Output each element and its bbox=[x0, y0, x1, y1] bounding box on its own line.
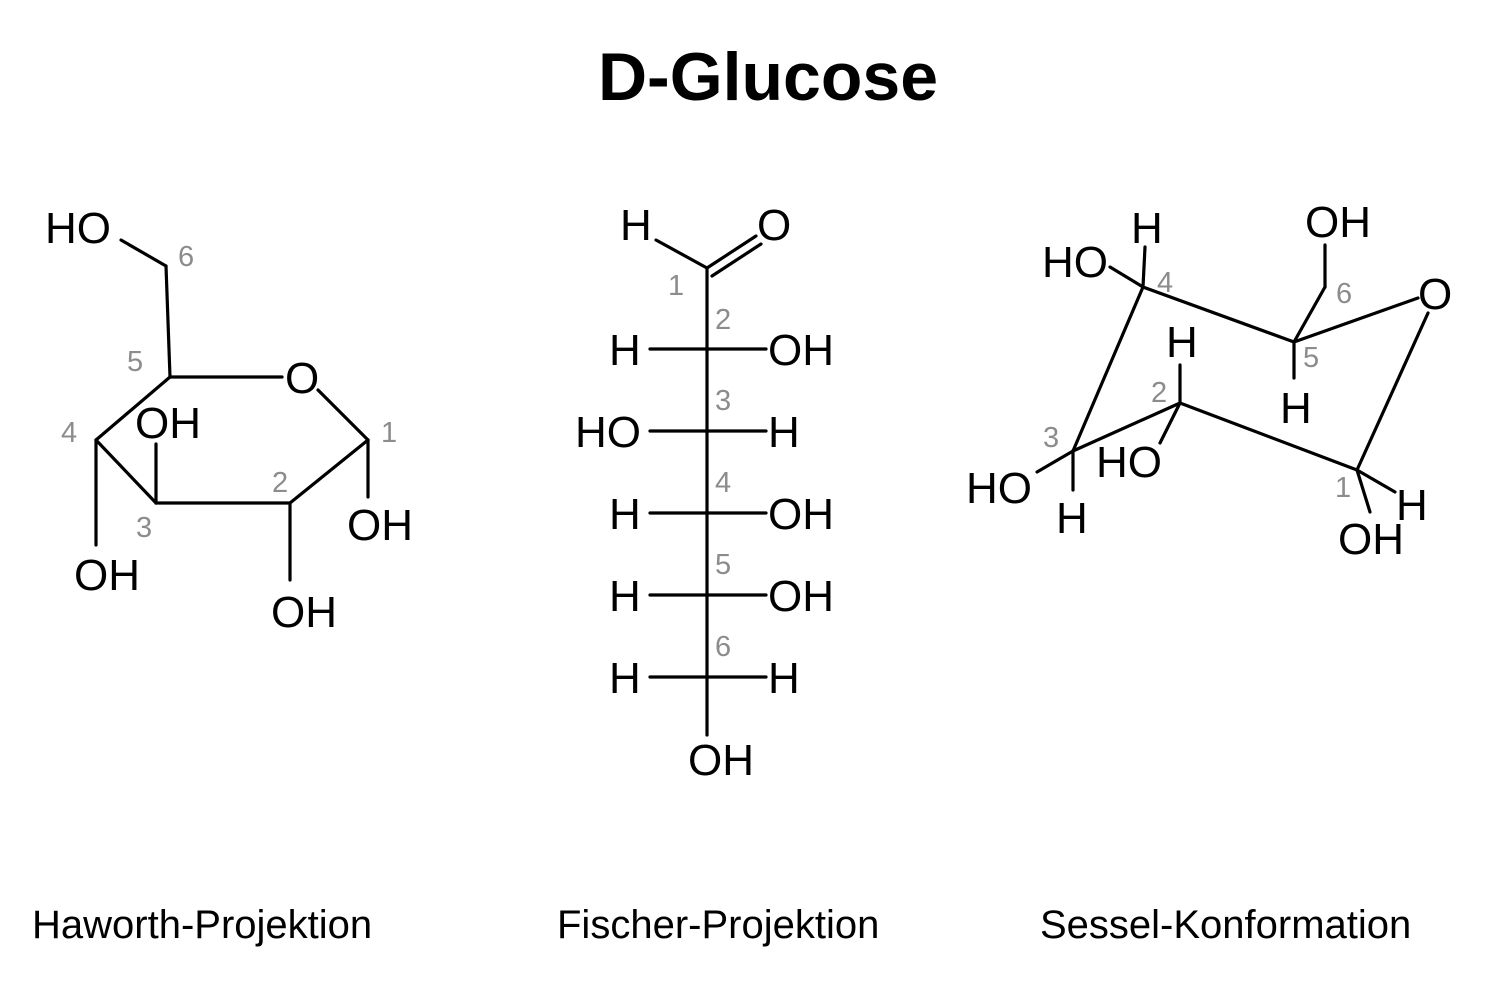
fischer-h-c4: H bbox=[609, 490, 641, 539]
chair-num-3: 3 bbox=[1043, 422, 1059, 454]
chair-h-c5: H bbox=[1280, 384, 1312, 433]
haworth-oh-c2: OH bbox=[271, 588, 337, 637]
page-title: D-Glucose bbox=[597, 39, 939, 115]
chair-oh-c1: OH bbox=[1338, 515, 1404, 564]
fischer-caption: Fischer-Projektion bbox=[557, 903, 879, 947]
fischer-bonds bbox=[648, 234, 768, 737]
chair-h-c2: H bbox=[1166, 318, 1198, 367]
haworth-oh-c4: OH bbox=[74, 551, 140, 600]
haworth-oh-c3: OH bbox=[135, 399, 201, 448]
haworth-bonds bbox=[94, 238, 370, 582]
fischer-h-c5: H bbox=[609, 572, 641, 621]
chair-ho-c2: HO bbox=[1096, 438, 1162, 487]
haworth-projection: HO O OH OH OH OH 6 5 4 1 2 3 Haworth-Pro… bbox=[32, 204, 413, 947]
chair-bond-c1-oh bbox=[1355, 468, 1372, 514]
haworth-bond-c5-c6 bbox=[164, 264, 172, 379]
fischer-oh-c2: OH bbox=[768, 326, 834, 375]
chair-h-c3: H bbox=[1056, 494, 1088, 543]
chair-bond-c1-c2 bbox=[1178, 401, 1359, 472]
chair-h-c4: H bbox=[1131, 204, 1163, 253]
fischer-ho-c3: HO bbox=[575, 408, 641, 457]
fischer-oh-c6: OH bbox=[688, 736, 754, 785]
fischer-num-5: 5 bbox=[715, 549, 731, 581]
fischer-num-3: 3 bbox=[715, 385, 731, 417]
chair-bond-c2-oh bbox=[1158, 401, 1182, 445]
haworth-num-1: 1 bbox=[381, 417, 397, 449]
chair-ring-oxygen: O bbox=[1418, 270, 1452, 319]
haworth-ring-oxygen: O bbox=[285, 354, 319, 403]
chair-ho-c4: HO bbox=[1042, 238, 1108, 287]
haworth-num-4: 4 bbox=[61, 417, 77, 449]
chair-bonds bbox=[1035, 243, 1430, 514]
haworth-num-2: 2 bbox=[272, 467, 288, 499]
fischer-bond-c1-o-a bbox=[705, 234, 758, 270]
chair-oh-c6: OH bbox=[1305, 198, 1371, 247]
fischer-bond-h-c1 bbox=[654, 238, 709, 270]
fischer-num-1: 1 bbox=[668, 270, 684, 302]
fischer-num-6: 6 bbox=[715, 631, 731, 663]
fischer-num-2: 2 bbox=[715, 304, 731, 336]
haworth-num-5: 5 bbox=[127, 346, 143, 378]
fischer-o-c1: O bbox=[757, 201, 791, 250]
chair-bond-c4-c5 bbox=[1141, 285, 1296, 344]
chair-bond-c4-oh bbox=[1108, 265, 1145, 289]
fischer-projection: H O H OH HO H H OH H OH H H OH 1 2 3 4 5… bbox=[557, 201, 879, 947]
haworth-bond-c4-c5 bbox=[94, 375, 172, 442]
haworth-ho-c6: HO bbox=[45, 204, 111, 253]
haworth-bond-o-c1 bbox=[316, 388, 370, 442]
fischer-num-4: 4 bbox=[715, 467, 731, 499]
chair-conformation: H HO OH O H H HO HO H H OH 4 6 5 2 3 1 S… bbox=[966, 198, 1452, 947]
fischer-h-c6-left: H bbox=[609, 654, 641, 703]
chair-num-6: 6 bbox=[1336, 278, 1352, 310]
fischer-h-c6-right: H bbox=[768, 654, 800, 703]
chair-bond-c5-o bbox=[1292, 296, 1420, 344]
chair-bond-c3-c4 bbox=[1071, 285, 1145, 453]
fischer-oh-c4: OH bbox=[768, 490, 834, 539]
chair-num-1: 1 bbox=[1335, 472, 1351, 504]
haworth-num-6: 6 bbox=[178, 241, 194, 273]
haworth-oh-c1: OH bbox=[347, 501, 413, 550]
fischer-bond-c1-o-b bbox=[710, 242, 763, 278]
chair-bond-c4-h bbox=[1141, 245, 1147, 289]
chair-caption: Sessel-Konformation bbox=[1040, 903, 1411, 947]
chair-bond-c3-oh bbox=[1035, 449, 1075, 474]
chair-ho-c3: HO bbox=[966, 464, 1032, 513]
fischer-h-c3: H bbox=[768, 408, 800, 457]
chair-num-4: 4 bbox=[1157, 267, 1173, 299]
haworth-bond-c1-c2 bbox=[288, 438, 370, 505]
chair-num-5: 5 bbox=[1303, 342, 1319, 374]
chair-bond-c1-h bbox=[1355, 468, 1397, 494]
fischer-h-c2: H bbox=[609, 326, 641, 375]
fischer-oh-c5: OH bbox=[768, 572, 834, 621]
chair-bond-c2-c3 bbox=[1071, 401, 1182, 453]
fischer-h-c1: H bbox=[620, 201, 652, 250]
chair-num-2: 2 bbox=[1151, 377, 1167, 409]
haworth-bond-c3-c4 bbox=[94, 438, 158, 505]
haworth-bond-c6-oh bbox=[119, 238, 168, 268]
chair-bond-o-c1 bbox=[1355, 311, 1430, 472]
chair-bond-c5-c6 bbox=[1292, 285, 1327, 344]
haworth-caption: Haworth-Projektion bbox=[32, 903, 372, 947]
haworth-num-3: 3 bbox=[136, 512, 152, 544]
chair-h-c1: H bbox=[1396, 481, 1428, 530]
